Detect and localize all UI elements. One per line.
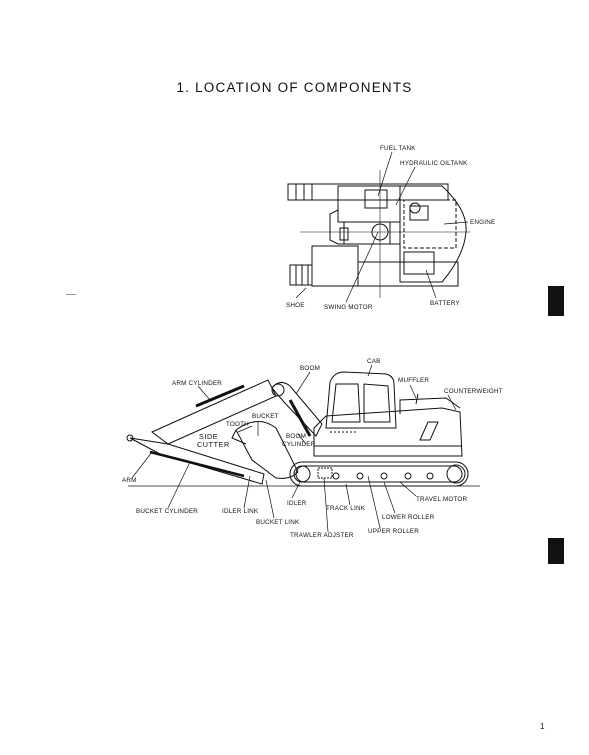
label-idler: IDLER [287,500,307,507]
label-lower-roller: LOWER ROLLER [382,514,435,521]
label-travel-motor: TRAVEL MOTOR [416,496,468,503]
label-cab: CAB [367,358,381,365]
label-bucket: BUCKET [252,413,279,420]
label-side-cutter-2: CUTTER [197,440,230,449]
label-bucket-cylinder: BUCKET CYLINDER [136,508,199,515]
label-engine: ENGINE [470,219,496,226]
side-view-diagram [126,364,480,533]
label-bucket-link: BUCKET LINK [256,519,300,526]
label-tooth: TOOTH [226,421,249,428]
label-boom-cylinder-2: CYLINDER [282,441,316,448]
page-number: 1 [540,722,545,731]
label-shoe: SHOE [286,302,305,309]
label-battery: BATTERY [430,300,460,307]
label-boom: BOOM [300,365,321,372]
label-arm: ARM [122,477,137,484]
label-arm-cylinder: ARM CYLINDER [172,380,222,387]
label-upper-roller: UPPER ROLLER [368,528,420,535]
label-boom-cylinder-1: BOOM [286,433,307,440]
top-view-diagram [287,151,470,303]
page-title: 1. LOCATION OF COMPONENTS [176,80,413,95]
label-track-link: TRACK LINK [326,505,366,512]
label-idler-link: IDLER LINK [222,508,259,515]
label-muffler: MUFFLER [398,377,430,384]
label-hydraulic-oiltank: HYDRAULIC OILTANK [400,160,468,167]
thumb-tab-upper [548,286,564,316]
thumb-tab-lower [548,538,564,564]
label-swing-motor: SWING MOTOR [324,304,373,311]
label-trawler-adjster: TRAWLER ADJSTER [290,532,354,539]
label-side-cutter-1: SIDE [199,432,219,441]
label-counterweight: COUNTERWEIGHT [444,388,503,395]
margin-mark [66,294,76,295]
label-fuel-tank: FUEL TANK [380,145,416,152]
